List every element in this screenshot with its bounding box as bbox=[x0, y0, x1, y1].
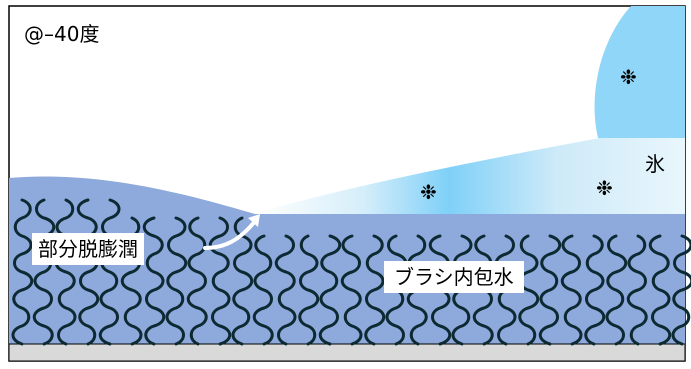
polymer-chain bbox=[32, 198, 56, 346]
polymer-chain bbox=[186, 216, 208, 346]
polymer-chain bbox=[231, 216, 254, 346]
polymer-chain bbox=[165, 216, 188, 346]
polymer-chain bbox=[11, 198, 34, 346]
ice-crystal-top bbox=[594, 6, 685, 138]
polymer-chain bbox=[142, 216, 166, 346]
ice-label: 氷 bbox=[645, 152, 665, 176]
polymer-chain bbox=[584, 234, 606, 346]
polymer-chain bbox=[626, 234, 648, 346]
polymer-chain bbox=[364, 234, 386, 346]
polymer-chain bbox=[208, 216, 232, 346]
ice-layer bbox=[255, 138, 685, 214]
polymer-chains bbox=[11, 198, 691, 346]
polymer-chain bbox=[538, 234, 562, 346]
polymer-chain bbox=[274, 234, 297, 346]
polymer-chain bbox=[518, 234, 540, 346]
polymer-chain bbox=[298, 234, 320, 346]
polymer-chain bbox=[340, 234, 363, 346]
polymer-chain bbox=[671, 234, 691, 346]
snowflake-icon: ❉ bbox=[620, 65, 637, 89]
polymer-chain bbox=[54, 198, 77, 346]
deswelling-arrow bbox=[203, 218, 258, 250]
snowflake-icon: ❉ bbox=[596, 176, 613, 200]
polymer-chain bbox=[318, 234, 342, 346]
polymer-chain bbox=[76, 198, 100, 346]
polymer-chain bbox=[252, 234, 274, 346]
polymer-chain bbox=[605, 234, 628, 346]
polymer-chain bbox=[560, 234, 583, 346]
brush-internal-water-label: ブラシ内包水 bbox=[384, 261, 524, 293]
substrate bbox=[8, 343, 686, 362]
deswelling-arrow-head bbox=[248, 214, 260, 227]
temperature-label: @–40度 bbox=[24, 22, 100, 46]
polymer-chain bbox=[98, 198, 122, 346]
snowflake-icon: ❉ bbox=[420, 180, 437, 204]
polymer-chain bbox=[648, 234, 672, 346]
partial-deswelling-label: 部分脱膨潤 bbox=[32, 233, 144, 265]
